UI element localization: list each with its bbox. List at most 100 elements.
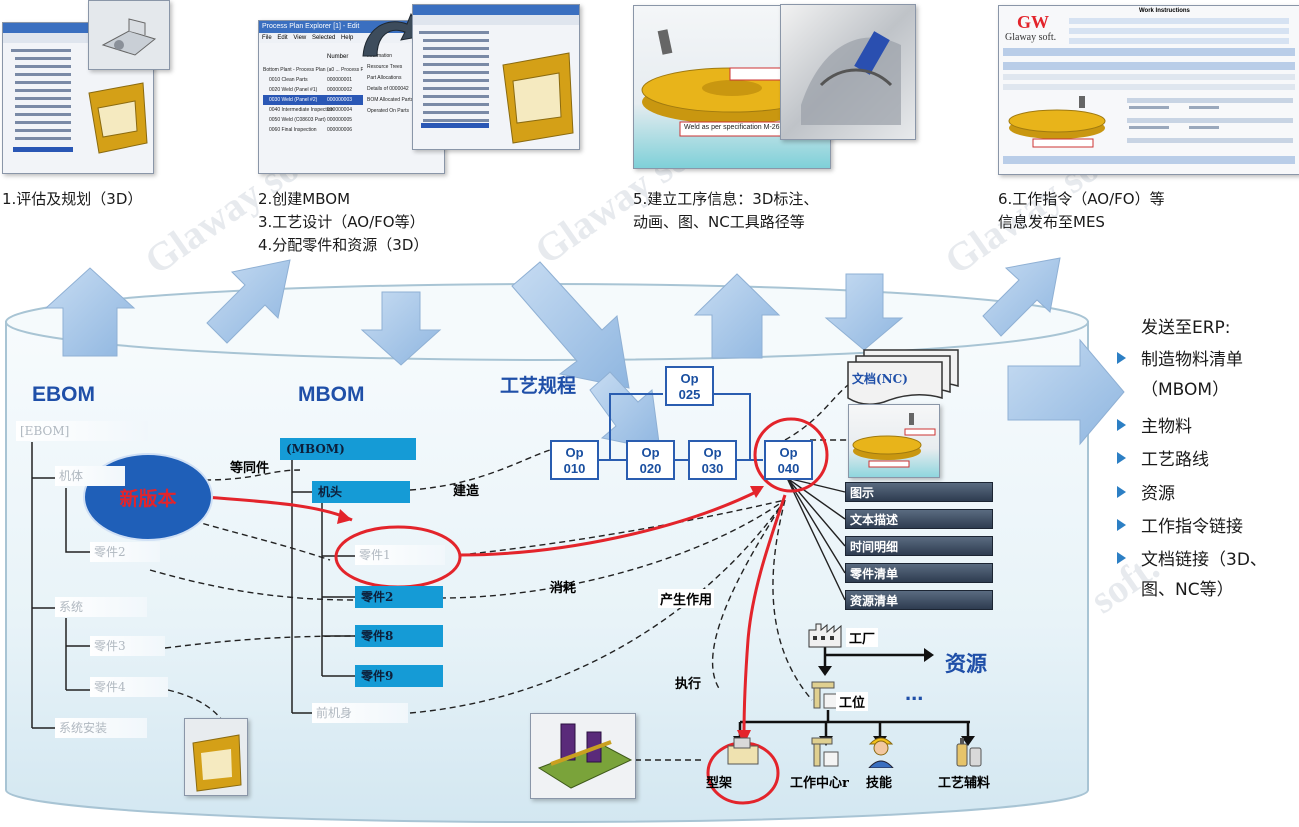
ebom-item-part2[interactable]: 零件2 xyxy=(90,542,160,562)
ebom-item-part3[interactable]: 零件3 xyxy=(90,636,165,656)
op-number: 025 xyxy=(678,387,701,402)
document-nc-label[interactable]: 文档(NC) xyxy=(852,372,908,386)
tree-window-graphic xyxy=(3,23,153,154)
work-center-icon xyxy=(811,737,839,767)
resources-title: 资源 xyxy=(945,651,987,676)
ebom-tree-lines xyxy=(31,442,90,729)
annotation-callout: Weld as per specification M-265 xyxy=(684,124,784,131)
skill-label: 技能 xyxy=(866,776,893,791)
detail-resource-list[interactable]: 资源清单 xyxy=(845,590,993,610)
label-consume: 消耗 xyxy=(550,581,577,596)
auxiliary-material-label: 工艺辅料 xyxy=(938,776,991,791)
panel-item[interactable]: Details of 0000042 xyxy=(367,86,409,92)
logo-mark: GW xyxy=(1017,12,1050,32)
number-column: 000000001 000000002 000000003 000000004 … xyxy=(327,75,353,135)
panel-item[interactable]: Part Allocations xyxy=(367,75,402,81)
tree-row[interactable]: 0050 Weld (C08603 Part) xyxy=(269,117,326,123)
step2-4-caption: 2.创建MBOM 3.工艺设计（AO/FO等） 4.分配零件和资源（3D） xyxy=(258,190,429,254)
ebom-item-body[interactable]: 机体 xyxy=(55,466,125,486)
assembly-fixture-thumbnail xyxy=(184,718,248,796)
tree-row[interactable]: Bottom Plant - Process Plan (a0 ... Proc… xyxy=(263,67,363,73)
ebom-item-part4[interactable]: 零件4 xyxy=(90,677,168,697)
detail-fan-lines xyxy=(786,477,846,601)
mbom-item-part1[interactable]: 零件1 xyxy=(355,545,445,565)
worker-skill-icon xyxy=(868,737,894,768)
ebom-item-system-install[interactable]: 系统安装 xyxy=(55,718,147,738)
info-panel: Information Resource Trees Part Allocati… xyxy=(367,51,442,117)
panel-tab[interactable]: Information xyxy=(367,53,393,59)
detail-illustration[interactable]: 图示 xyxy=(845,482,993,502)
tree-row[interactable]: 0010 Clean Parts xyxy=(269,77,308,83)
bullet-icon xyxy=(1117,486,1126,498)
tree-row[interactable]: 0040 Intermediate Inspection xyxy=(269,107,334,113)
screenshot-allocation xyxy=(412,4,580,150)
detail-time-breakdown[interactable]: 时间明细 xyxy=(845,536,993,556)
number-cell: 000000001 xyxy=(327,77,353,83)
bullet-icon xyxy=(1117,419,1126,431)
op-number: 030 xyxy=(701,461,724,476)
factory-label: 工厂 xyxy=(846,628,879,647)
detail-text-description[interactable]: 文本描述 xyxy=(845,509,993,529)
mbom-item-nose[interactable]: 机头 xyxy=(312,481,410,503)
ebom-item-system[interactable]: 系统 xyxy=(55,597,147,617)
op-number: 020 xyxy=(639,461,662,476)
wi-form-graphic xyxy=(1003,18,1295,164)
panel-item[interactable]: Operated On Parts xyxy=(367,108,409,114)
menu-item[interactable]: File xyxy=(262,35,272,41)
column-header-number: Number xyxy=(327,54,349,60)
bullet-icon xyxy=(1117,452,1126,464)
ebom-root[interactable]: [EBOM] xyxy=(16,421,148,441)
op-prefix: Op xyxy=(641,445,660,460)
thumb-graphic xyxy=(852,413,936,468)
op-prefix: Op xyxy=(565,445,584,460)
logo-text: Glaway soft. xyxy=(1005,32,1057,43)
routing-title: 工艺规程 xyxy=(500,375,577,397)
menu-item[interactable]: View xyxy=(293,35,307,41)
erp-item-document-link: 文档链接（3D、 图、NC等） xyxy=(1141,550,1267,600)
detail-part-list[interactable]: 零件清单 xyxy=(845,563,993,583)
erp-item-work-instruction-link: 工作指令链接 xyxy=(1141,517,1243,537)
mbom-item-part2[interactable]: 零件2 xyxy=(355,586,443,608)
mbom-item-part8[interactable]: 零件8 xyxy=(355,625,443,647)
mbom-tree-lines xyxy=(291,460,355,714)
menu-item[interactable]: Edit xyxy=(277,35,288,41)
number-cell: 000000003 xyxy=(327,95,353,105)
mbom-item-forward-fuselage[interactable]: 前机身 xyxy=(312,703,408,723)
panel-item[interactable]: BOM Allocated Parts xyxy=(367,97,414,103)
bullet-icon xyxy=(1117,552,1126,564)
mbom-item-part9[interactable]: 零件9 xyxy=(355,665,443,687)
erp-item-master-material: 主物料 xyxy=(1141,417,1192,437)
dashed-links xyxy=(149,384,849,761)
fixture-graphic xyxy=(192,734,242,792)
operation-3d-thumbnail xyxy=(848,404,940,478)
station-label: 工位 xyxy=(836,692,869,711)
mbom-title: MBOM xyxy=(298,383,365,406)
label-execute: 执行 xyxy=(675,677,702,692)
number-cell: 000000004 xyxy=(327,107,353,113)
op-number: 010 xyxy=(563,461,586,476)
menu-item[interactable]: Help xyxy=(340,35,354,41)
tree-row[interactable]: 0020 Weld (Panel #1) xyxy=(269,87,318,93)
ebom-title: EBOM xyxy=(32,383,95,406)
jig-icon xyxy=(727,737,759,765)
new-version-label: 新版本 xyxy=(119,488,177,510)
panel-item[interactable]: Resource Trees xyxy=(367,64,403,70)
op-prefix: Op xyxy=(779,445,798,460)
bullet-icon xyxy=(1117,519,1126,531)
mbom-root[interactable]: (MBOM) xyxy=(280,438,416,460)
tree-row-selected[interactable]: 0030 Weld (Panel #2) xyxy=(263,95,363,105)
step5-caption: 5.建立工序信息：3D标注、 动画、图、NC工具路径等 xyxy=(633,190,819,231)
label-equivalent: 等同件 xyxy=(230,461,270,476)
menu-item[interactable]: Selected xyxy=(311,35,336,41)
tree-row[interactable]: 0060 Final Inspection xyxy=(269,127,317,133)
tooling-3d-thumbnail xyxy=(530,713,636,799)
document-stack-icon xyxy=(847,349,959,405)
op-prefix: Op xyxy=(703,445,722,460)
erp-item-mbom: 制造物料清单 （MBOM） xyxy=(1141,350,1243,400)
